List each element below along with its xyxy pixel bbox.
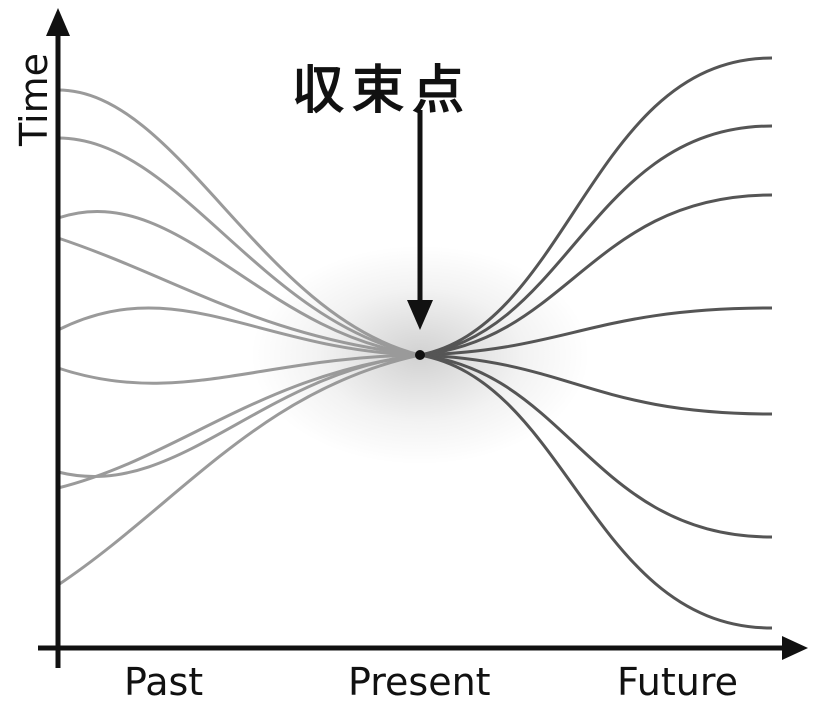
x-axis (38, 636, 808, 660)
future-trajectory-line (419, 353, 773, 539)
y-axis-arrowhead (46, 8, 70, 36)
past-trajectory-line (57, 236, 421, 357)
future-trajectory-line (419, 306, 773, 357)
future-trajectory-line (419, 124, 773, 357)
past-trajectory-line (57, 353, 421, 385)
past-trajectory-line (57, 88, 421, 357)
future-trajectory-line (419, 193, 773, 357)
convergence-label: 収束点 (292, 61, 473, 121)
future-trajectories (419, 56, 773, 630)
past-trajectory-line (57, 210, 421, 357)
past-trajectories (57, 88, 421, 587)
future-trajectory-line (419, 56, 773, 357)
past-trajectory-line (57, 353, 421, 490)
y-axis-label: Time (12, 53, 56, 146)
future-trajectory-line (419, 353, 773, 630)
convergence-arrowhead (407, 300, 433, 330)
future-trajectory-line (419, 353, 773, 416)
past-trajectory-line (57, 136, 421, 357)
convergence-point (415, 350, 425, 360)
convergence-arrow (407, 110, 433, 330)
y-axis (46, 8, 70, 668)
past-trajectory-line (57, 353, 421, 587)
x-tick-label-future: Future (617, 660, 739, 704)
x-tick-label-past: Past (124, 660, 204, 704)
x-tick-label-present: Present (348, 660, 491, 704)
past-trajectory-line (57, 306, 421, 357)
x-axis-arrowhead (782, 636, 808, 660)
